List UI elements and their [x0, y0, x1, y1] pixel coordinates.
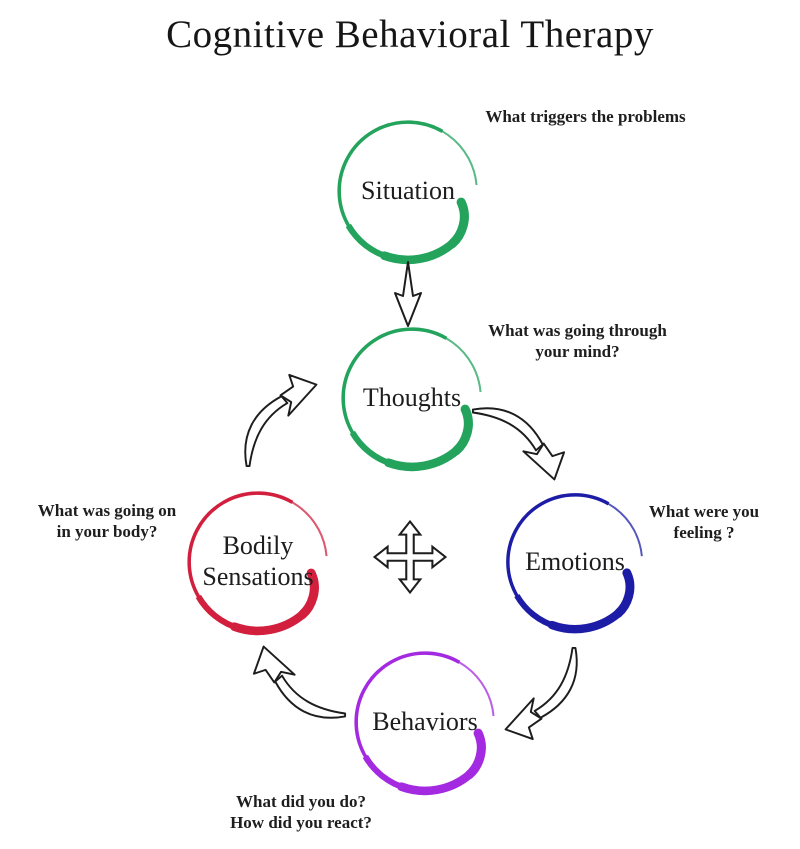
- node-behaviors: Behaviors: [344, 641, 506, 803]
- four-way-arrow-icon: [372, 519, 448, 595]
- node-situation: Situation: [327, 110, 489, 272]
- emotions-annotation: What were you feeling ?: [648, 502, 760, 543]
- thoughts-annotation: What was going through your mind?: [488, 321, 667, 362]
- arrow-emotions-to-behaviors-icon: [492, 645, 589, 742]
- arrow-thoughts-to-emotions-icon: [470, 396, 567, 493]
- down-arrow-icon: [394, 261, 422, 327]
- bodily-sensations-annotation: What was going on in your body?: [37, 501, 177, 542]
- behaviors-circle-icon: [344, 641, 506, 803]
- situation-annotation: What triggers the problems: [485, 107, 686, 126]
- node-bodily-sensations: Bodily Sensations: [177, 481, 339, 643]
- situation-circle-icon: [327, 110, 489, 272]
- arrow-bodily-to-thoughts-icon: [233, 372, 330, 469]
- bodily-sensations-circle-icon: [177, 481, 339, 643]
- arrow-behaviors-to-bodily-icon: [251, 633, 348, 730]
- behaviors-annotation: What did you do? How did you react?: [230, 792, 372, 833]
- page-title: Cognitive Behavioral Therapy: [166, 13, 654, 56]
